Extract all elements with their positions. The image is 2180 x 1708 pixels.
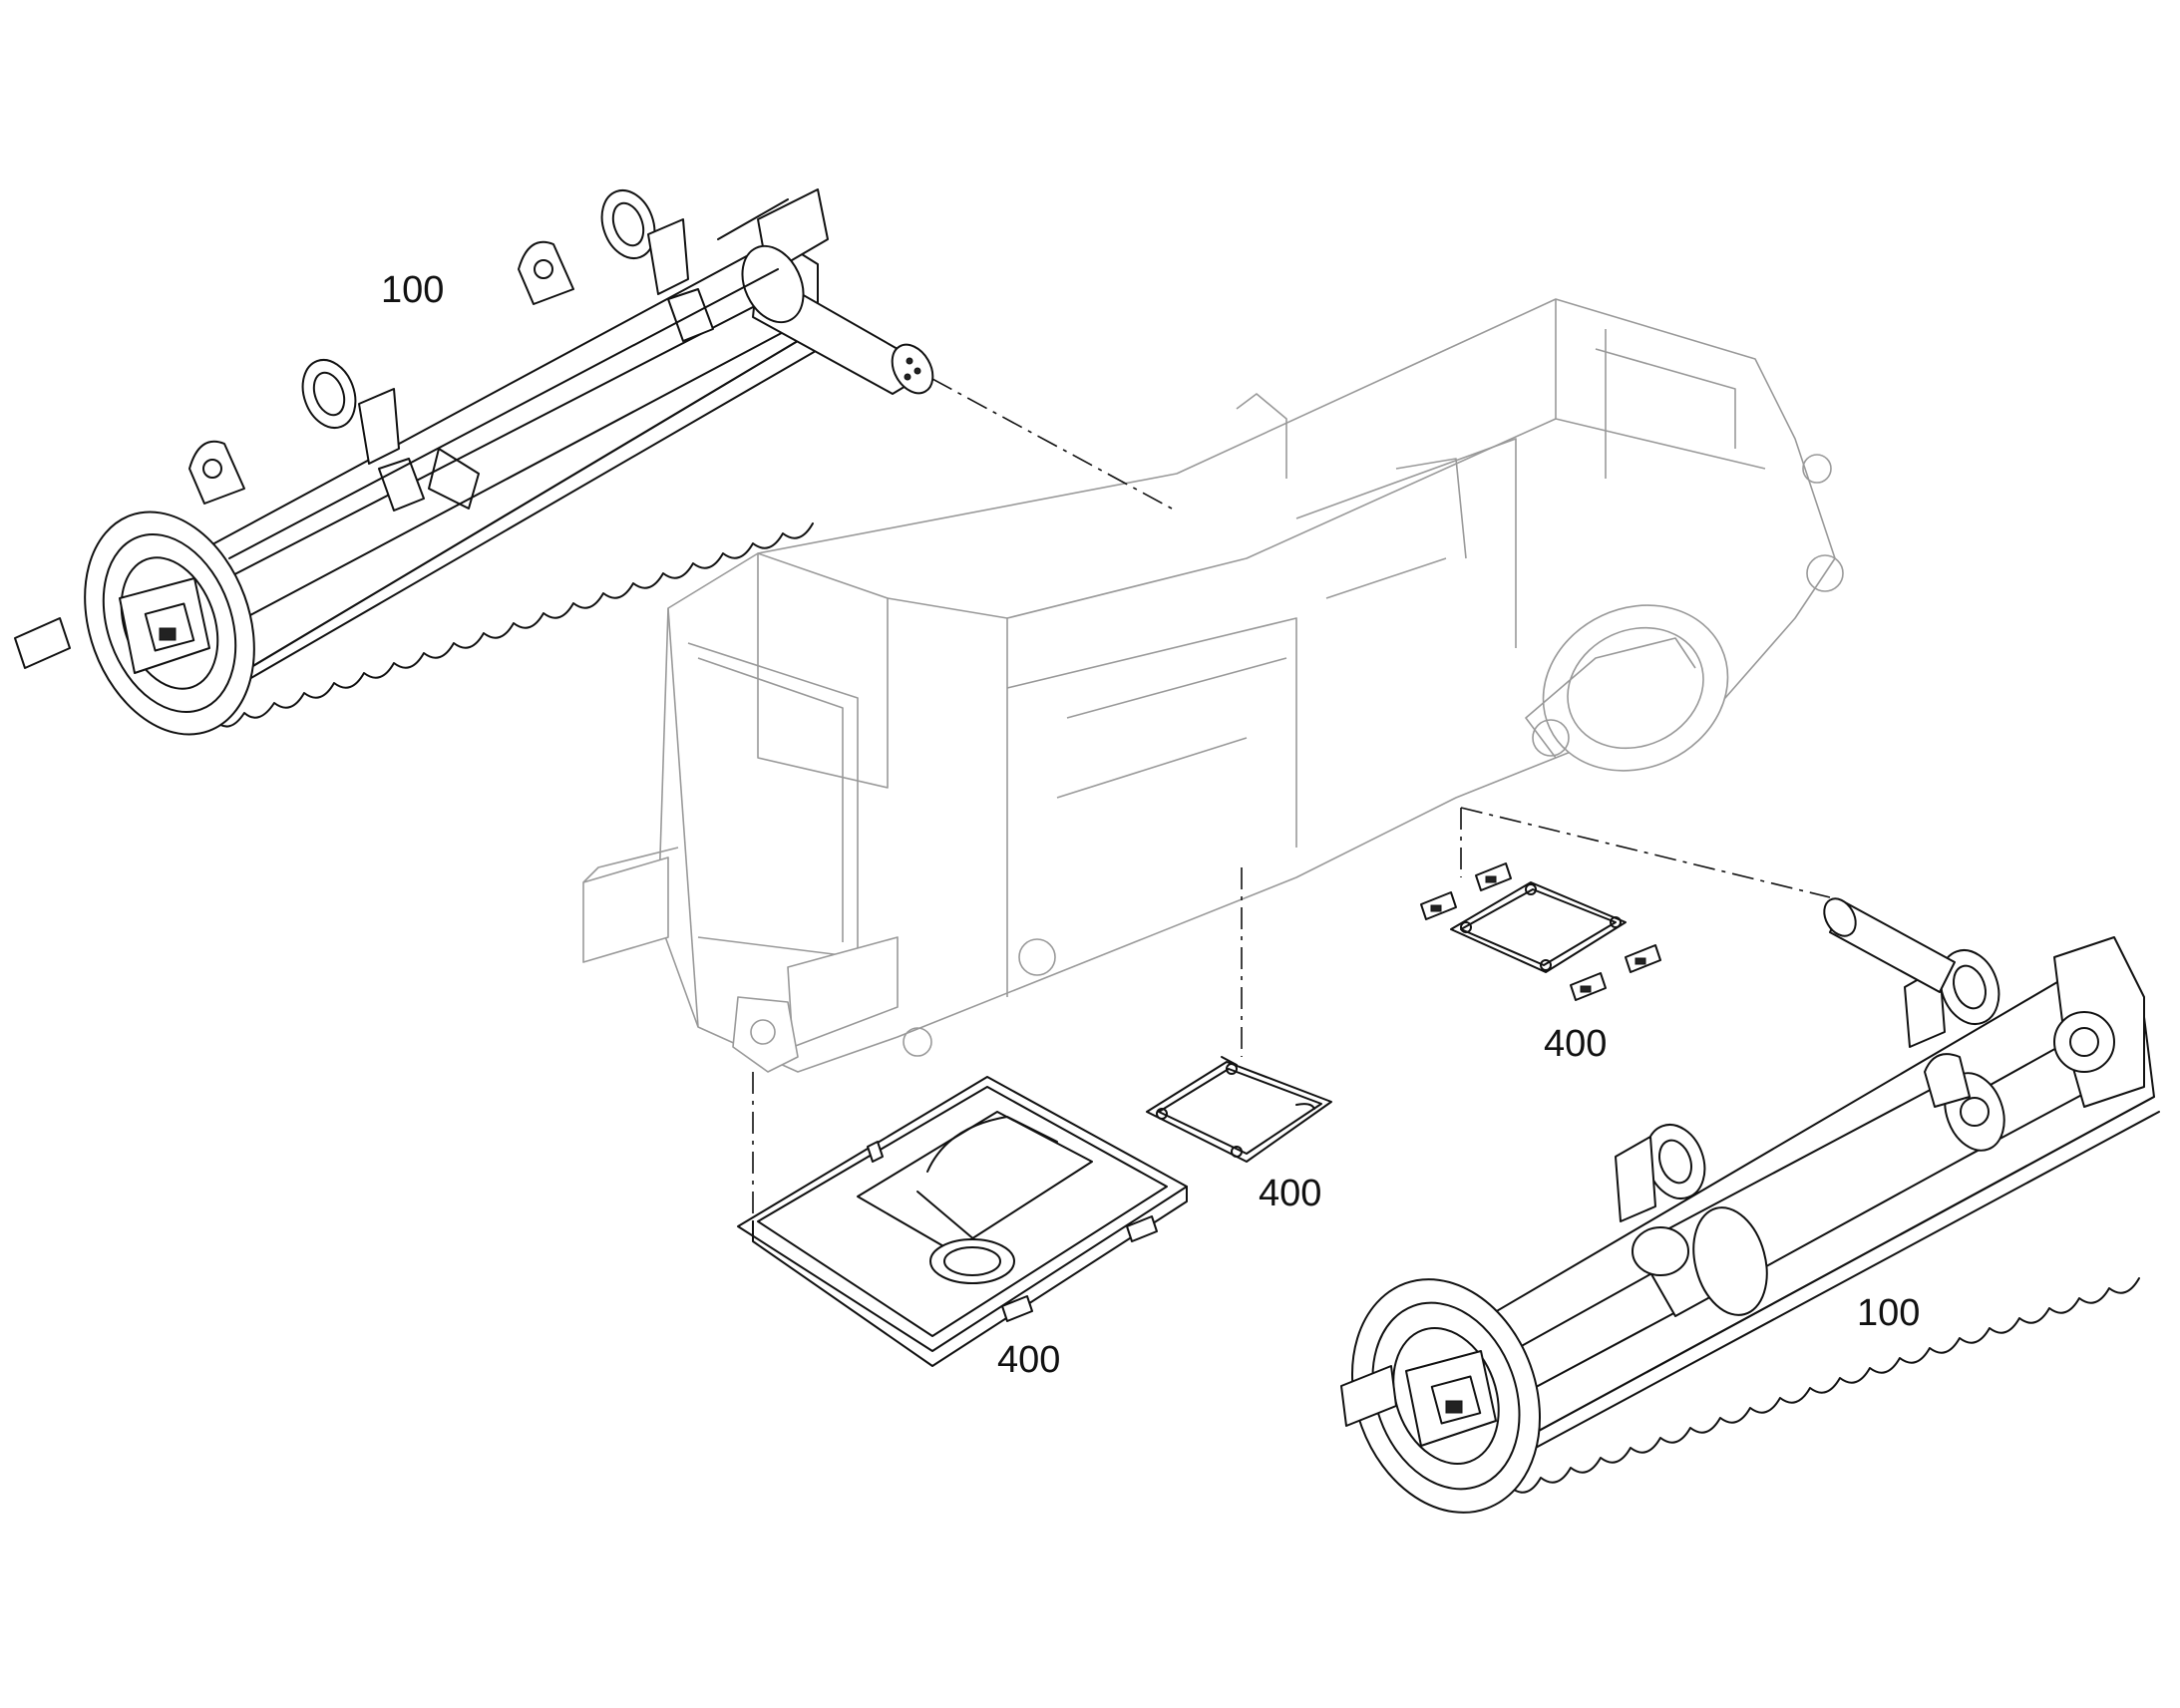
assembly-dash-lines [752,378,1831,1221]
track-unit-upper-left [14,188,934,736]
cover-tray-bottom [737,1076,1188,1367]
cover-plate-center [1146,1056,1332,1163]
callout-cover-center: 400 [1259,1173,1322,1214]
carbody-frame [582,298,1844,1073]
callout-cover-right: 400 [1544,1023,1608,1065]
callout-track-lower-right: 100 [1857,1292,1921,1334]
callout-cover-bottom: 400 [997,1339,1061,1381]
track-unit-lower-right [1340,897,2160,1514]
cover-plate-right [1420,862,1661,1001]
callout-track-upper-left: 100 [381,269,445,311]
